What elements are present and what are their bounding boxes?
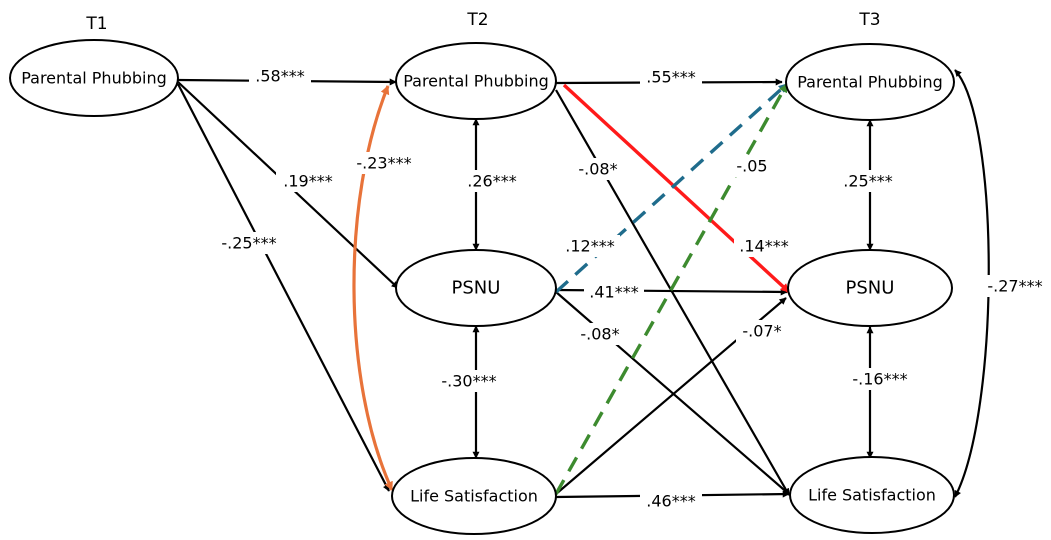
time-label-t1: T1: [85, 14, 107, 34]
node-label: Life Satisfaction: [808, 486, 936, 505]
node-t3-psnu: PSNU: [787, 249, 953, 327]
coef-t2psnu-t2ls-corr: -.30***: [441, 372, 496, 391]
path-t2pp-t3ls: [555, 89, 790, 496]
path-t3pp-t3ls-corr: [954, 69, 990, 498]
coef-t1pp-t2ls: -.25***: [221, 234, 276, 253]
node-t3-life-satisfaction: Life Satisfaction: [789, 456, 955, 534]
coef-t2pp-t3psnu: .14***: [739, 237, 788, 256]
coef-t2psnu-t3ls: -.08*: [580, 325, 619, 344]
node-t3-parental-phubbing: Parental Phubbing: [785, 43, 955, 121]
coef-t2psnu-t3psnu: .41***: [589, 283, 638, 302]
node-label: Parental Phubbing: [21, 69, 167, 88]
coef-t2pp-t3ls: -.08*: [578, 160, 617, 179]
coef-t2pp-t2psnu-corr: .26***: [467, 172, 516, 191]
node-label: Life Satisfaction: [410, 487, 538, 506]
path-t2psnu-t3pp: [554, 82, 789, 294]
node-label: PSNU: [452, 278, 501, 299]
coef-t2psnu-t3pp: .12***: [565, 237, 614, 256]
node-label: Parental Phubbing: [403, 72, 549, 91]
time-label-t3: T3: [858, 10, 880, 30]
path-t2pp-t3psnu: [562, 83, 791, 294]
coef-t2ls-t3ls: .46***: [646, 492, 695, 511]
node-t2-psnu: PSNU: [395, 249, 557, 327]
coef-t3pp-t3psnu-corr: .25***: [843, 172, 892, 191]
coef-t2pp-t3pp: .55***: [646, 68, 695, 87]
coef-t3pp-t3ls-corr: -.27***: [987, 277, 1042, 296]
node-t1-parental-phubbing: Parental Phubbing: [9, 39, 179, 117]
coef-t2ls-t3pp: -.05: [736, 157, 767, 176]
time-label-t2: T2: [466, 10, 488, 30]
path-t1pp-t2ls: [177, 83, 390, 492]
path-t2ls-t3pp: [554, 83, 789, 495]
node-t2-parental-phubbing: Parental Phubbing: [395, 42, 557, 120]
coef-t3psnu-t3ls-corr: -.16***: [852, 370, 907, 389]
coef-t1pp-t2pp: .58***: [255, 67, 304, 86]
node-t2-life-satisfaction: Life Satisfaction: [391, 457, 557, 535]
path-t2pp-t2ls-corr: [352, 85, 394, 491]
coef-t2pp-t2ls-corr: -.23***: [356, 154, 411, 173]
node-label: PSNU: [846, 278, 895, 299]
coef-t2ls-t3psnu: -.07*: [742, 322, 781, 341]
node-label: Parental Phubbing: [797, 73, 943, 92]
coef-t1pp-t2psnu: .19***: [283, 172, 332, 191]
